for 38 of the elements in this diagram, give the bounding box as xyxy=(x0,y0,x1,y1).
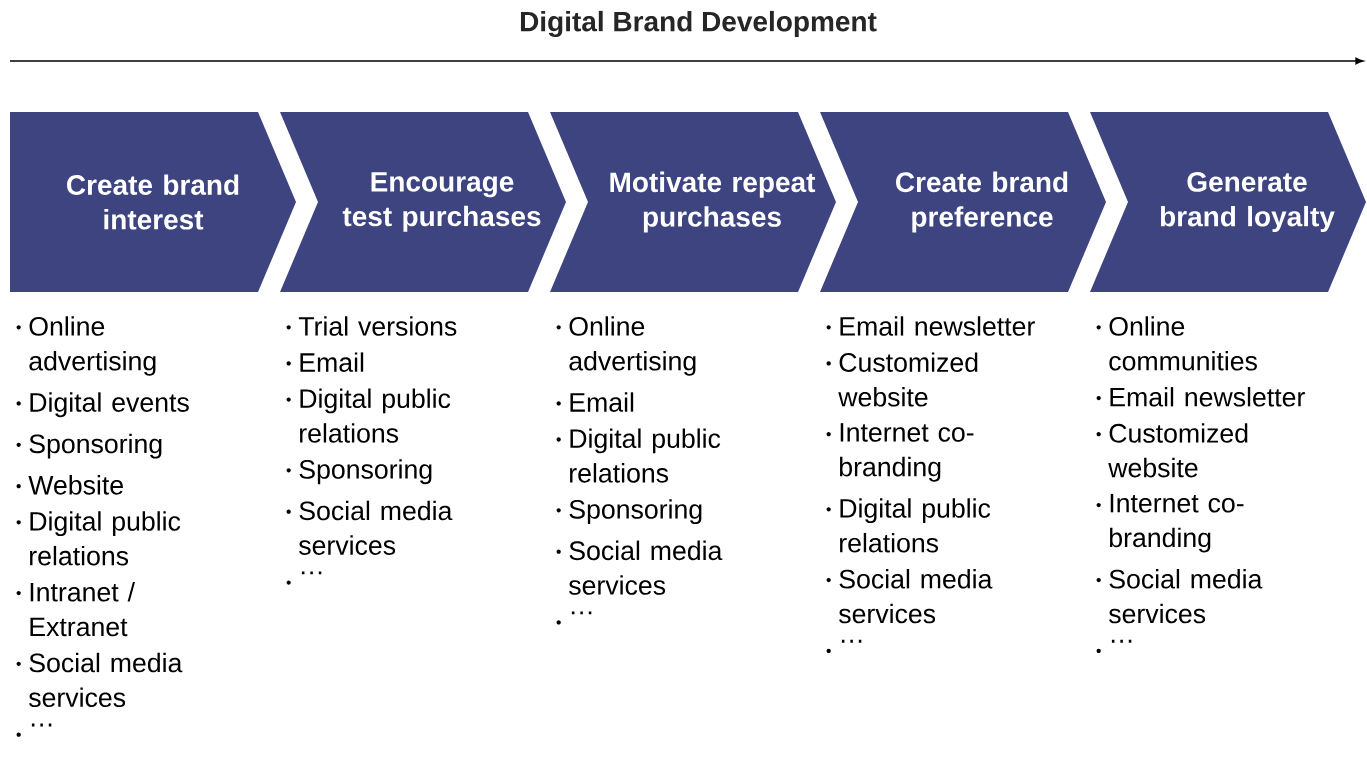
list-item: Digital events xyxy=(16,392,189,418)
list-item: Internet co-branding xyxy=(1096,493,1244,553)
chevron-box: Create brand interest xyxy=(10,112,296,292)
chevron-box: Encourage test purchases xyxy=(280,112,566,292)
chevron-box: Create brand preference xyxy=(820,112,1106,292)
list-item: Email newsletter xyxy=(1096,387,1305,407)
list-item: Intranet / Extranet xyxy=(16,582,135,637)
list-item: Email xyxy=(286,352,364,372)
list-item: … xyxy=(556,611,592,625)
list-item: Social media services xyxy=(1096,569,1263,624)
list-item: Social media services xyxy=(286,500,453,555)
list-item: Customized website xyxy=(826,352,978,407)
title: Digital Brand Development xyxy=(520,10,877,38)
list-item: Email newsletter xyxy=(826,316,1035,336)
list-item: Digital public relations xyxy=(826,498,991,553)
chevron-box: Motivate repeat purchases xyxy=(550,112,836,292)
list-item: Online advertising xyxy=(16,316,156,376)
list-item: Sponsoring xyxy=(16,433,162,459)
list-item: Social media services xyxy=(826,569,993,624)
list-item: Trial versions xyxy=(286,316,457,336)
list-item: Social media services xyxy=(16,652,183,707)
list-item: Internet co-branding xyxy=(826,423,974,482)
list-item: … xyxy=(16,723,52,737)
list-item: Customized website xyxy=(1096,423,1248,478)
list-item: Sponsoring xyxy=(556,499,702,525)
list-item: Online communities xyxy=(1096,316,1257,371)
list-item: Digital public relations xyxy=(286,388,451,443)
list-item: … xyxy=(826,639,862,653)
list-item: Online advertising xyxy=(556,316,696,376)
list-item: Sponsoring xyxy=(286,459,432,485)
list-item: … xyxy=(286,571,322,585)
list-item: Digital public relations xyxy=(556,428,721,483)
list-item: Social media services xyxy=(556,540,723,595)
list-item: Website xyxy=(16,475,123,495)
list-item: Email xyxy=(556,392,634,412)
chevron-box: Generate brand loyalty xyxy=(1090,112,1366,292)
list-item: Digital public relations xyxy=(16,511,181,566)
list-item: … xyxy=(1096,639,1132,653)
